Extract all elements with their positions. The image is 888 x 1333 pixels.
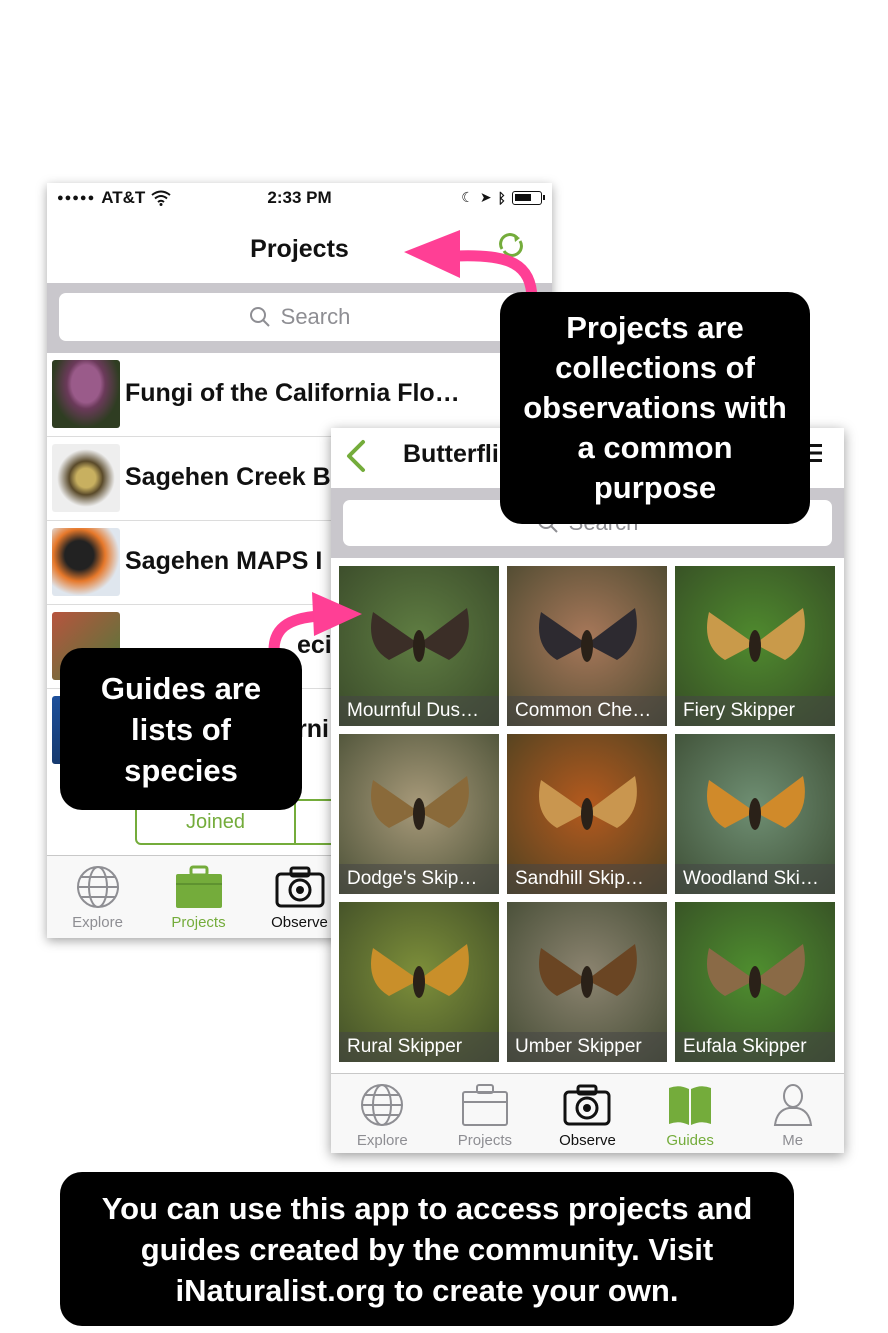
species-name: Sandhill Skip… — [507, 864, 667, 894]
butterfly-icon — [539, 776, 637, 830]
species-tile[interactable]: Rural Skipper — [339, 902, 499, 1062]
tab-observe[interactable]: Observe — [249, 856, 350, 938]
species-tile[interactable]: Dodge's Skip… — [339, 734, 499, 894]
species-tile[interactable]: Eufala Skipper — [675, 902, 835, 1062]
navigation-bar: Projects — [47, 223, 552, 283]
species-name: Woodland Ski… — [675, 864, 835, 894]
moon-icon: ☾ — [461, 189, 474, 205]
project-name: Fungi of the California Flo… — [125, 379, 460, 407]
menu-icon[interactable] — [800, 443, 822, 463]
species-tile[interactable]: Woodland Ski… — [675, 734, 835, 894]
tab-observe[interactable]: Observe — [536, 1074, 639, 1153]
callout-projects: Projects are collections of observations… — [500, 292, 810, 524]
tab-bar: Explore Projects Observe Guid — [331, 1073, 844, 1153]
butterfly-icon — [371, 776, 469, 830]
species-tile[interactable]: Fiery Skipper — [675, 566, 835, 726]
battery-icon — [512, 190, 545, 205]
carrier-label: AT&T — [101, 188, 146, 207]
person-icon — [773, 1084, 812, 1126]
species-name: Fiery Skipper — [675, 696, 835, 726]
butterfly-icon — [707, 608, 805, 662]
project-name: rni — [297, 715, 329, 743]
species-name: Common Che… — [507, 696, 667, 726]
wifi-icon — [151, 190, 171, 206]
butterfly-icon — [371, 608, 469, 662]
project-thumbnail — [52, 360, 120, 428]
tab-projects[interactable]: Projects — [434, 1074, 537, 1153]
back-chevron-icon[interactable] — [343, 438, 369, 474]
species-name: Rural Skipper — [339, 1032, 499, 1062]
species-tile[interactable]: Mournful Dus… — [339, 566, 499, 726]
page-title: Projects — [250, 235, 349, 263]
project-thumbnail — [52, 444, 120, 512]
butterfly-icon — [707, 944, 805, 998]
callout-footer: You can use this app to access projects … — [60, 1172, 794, 1326]
globe-icon — [76, 866, 119, 908]
butterfly-icon — [539, 944, 637, 998]
project-row-fungi[interactable]: Fungi of the California Flo… — [47, 353, 552, 437]
guide-screen: Butterfli Search Mournful Dus…Common Che… — [331, 428, 844, 1153]
species-name: Mournful Dus… — [339, 696, 499, 726]
species-tile[interactable]: Umber Skipper — [507, 902, 667, 1062]
search-input[interactable]: Search — [59, 293, 540, 341]
tab-guides[interactable]: Guides — [639, 1074, 742, 1153]
briefcase-icon — [461, 1084, 508, 1126]
clock: 2:33 PM — [267, 188, 332, 207]
tab-me[interactable]: Me — [741, 1074, 844, 1153]
species-name: Eufala Skipper — [675, 1032, 835, 1062]
search-icon — [249, 307, 270, 327]
tab-explore[interactable]: Explore — [331, 1074, 434, 1153]
callout-arrow-projects-icon — [404, 230, 538, 306]
navigation-bar: Butterfli — [331, 428, 844, 488]
tab-explore[interactable]: Explore — [47, 856, 148, 938]
species-name: Umber Skipper — [507, 1032, 667, 1062]
briefcase-icon — [175, 865, 222, 908]
signal-icon: ●●●●● — [57, 192, 96, 204]
butterfly-icon — [707, 776, 805, 830]
project-name: Sagehen MAPS I — [125, 547, 323, 575]
camera-icon — [563, 1084, 611, 1126]
page-title: Butterfli — [403, 440, 499, 468]
butterfly-icon — [371, 944, 469, 998]
project-row-sagehen-maps[interactable]: Sagehen MAPS I — [47, 521, 552, 605]
camera-icon — [275, 866, 324, 908]
status-bar: ●●●●● AT&T 2:33 PM ☾ ➤ ᛒ — [47, 183, 552, 213]
location-arrow-icon: ➤ — [479, 189, 492, 205]
species-tile[interactable]: Sandhill Skip… — [507, 734, 667, 894]
refresh-icon[interactable] — [497, 231, 525, 259]
segment-joined[interactable]: Joined — [137, 801, 296, 843]
globe-icon — [361, 1084, 404, 1126]
project-name: Sagehen Creek B — [125, 463, 331, 491]
project-row-sagehen-creek[interactable]: Sagehen Creek B — [47, 437, 552, 521]
tab-projects[interactable]: Projects — [148, 856, 249, 938]
search-bar: Search — [47, 283, 552, 353]
callout-guides: Guides are lists of species — [60, 648, 302, 810]
bluetooth-icon: ᛒ — [497, 189, 506, 206]
project-thumbnail — [52, 528, 120, 596]
species-tile[interactable]: Common Che… — [507, 566, 667, 726]
butterfly-icon — [539, 608, 637, 662]
book-icon — [669, 1086, 712, 1125]
search-placeholder: Search — [280, 304, 351, 329]
species-name: Dodge's Skip… — [339, 864, 499, 894]
callout-arrow-guides-icon — [268, 592, 362, 656]
